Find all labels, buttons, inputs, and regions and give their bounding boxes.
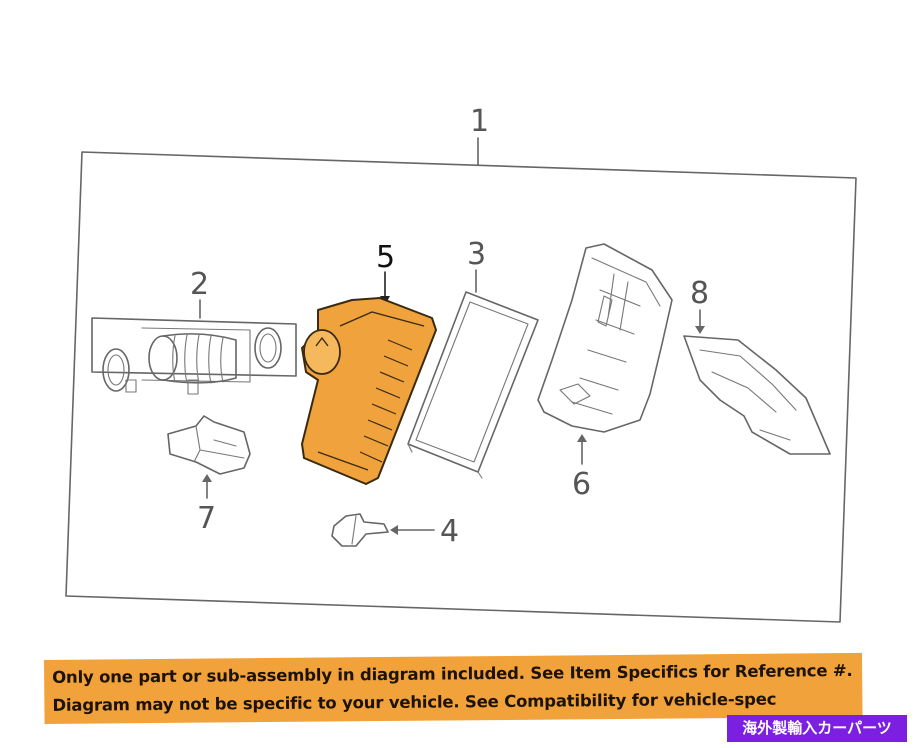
assembly-frame (65, 151, 857, 623)
callout-3: 3 (467, 237, 486, 272)
callout-4: 4 (440, 514, 459, 549)
import-parts-badge: 海外製輸入カーパーツ (727, 715, 907, 742)
disclaimer-banner: Only one part or sub-assembly in diagram… (44, 652, 863, 724)
part-8-intake-baffle: 8 (683, 276, 831, 455)
callout-5: 5 (376, 240, 395, 275)
callout-6: 6 (572, 467, 591, 502)
part-5-air-cleaner-cover: 5 (301, 240, 437, 485)
callout-2: 2 (190, 267, 209, 302)
part-2-intake-duct: 2 (91, 267, 297, 395)
callout-7: 7 (197, 501, 216, 536)
part-4-clip: 4 (331, 513, 459, 549)
part-3-air-filter: 3 (407, 237, 539, 479)
callout-1: 1 (470, 104, 489, 139)
disclaimer-line-2: Diagram may not be specific to your vehi… (52, 689, 777, 715)
part-7-bracket: 7 (167, 415, 251, 536)
callout-8: 8 (690, 276, 709, 311)
disclaimer-line-1: Only one part or sub-assembly in diagram… (52, 660, 853, 687)
part-6-air-cleaner-housing: 6 (537, 243, 673, 502)
